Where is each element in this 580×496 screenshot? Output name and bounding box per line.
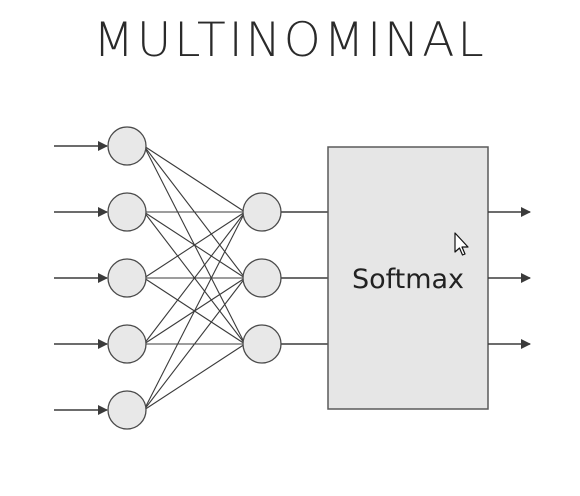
connections <box>143 145 246 411</box>
softmax-label: Softmax <box>352 264 464 295</box>
connection-3-1 <box>143 211 246 279</box>
hidden-to-box-lines <box>281 211 328 345</box>
softmax-box <box>327 146 489 410</box>
hidden-node-2 <box>242 258 282 298</box>
mouse-pointer-icon <box>454 232 469 256</box>
slide-title: MULTINOMINAL <box>93 13 487 68</box>
input-node-3 <box>107 258 147 298</box>
connection-5-1 <box>143 211 246 411</box>
input-layer <box>107 126 147 430</box>
input-arrows <box>54 141 108 415</box>
hidden-layer <box>242 192 282 364</box>
hidden-node-3 <box>242 324 282 364</box>
hidden-node-1 <box>242 192 282 232</box>
connection-5-2 <box>143 277 246 411</box>
input-node-2 <box>107 192 147 232</box>
output-arrows <box>488 207 531 349</box>
input-node-5 <box>107 390 147 430</box>
connection-1-1 <box>143 145 246 213</box>
input-node-1 <box>107 126 147 166</box>
input-node-4 <box>107 324 147 364</box>
connection-4-1 <box>143 211 246 345</box>
connection-5-3 <box>143 343 246 411</box>
